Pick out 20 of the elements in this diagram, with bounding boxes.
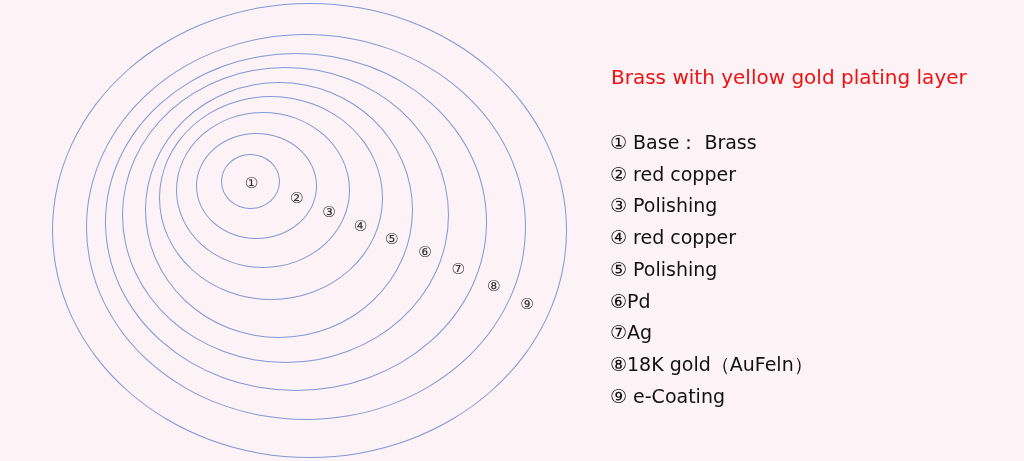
callout-number: ④ [353,217,368,235]
callout-number: ⑥ [418,244,432,262]
layer-label: ④ red copper [610,225,736,250]
callout-number: ② [290,190,304,207]
layer-label: ① Base： Brass [610,130,757,154]
layer-label: ⑦Ag [610,320,653,345]
layer-label: ② red copper [610,161,736,186]
callout-number: ③ [322,204,336,222]
layer-label: ⑨ e-Coating [610,383,725,408]
callout-number: ⑧ [486,277,501,295]
layer-label: ⑧18K gold（AuFeln） [610,351,813,376]
title: Brass with yellow gold plating layer [611,64,967,90]
layer-label: ⑥Pd [610,288,651,313]
layer-label: ⑤ Polishing [610,256,718,281]
callout-number: ⑦ [451,260,465,278]
callout-number: ① [244,174,259,192]
layer-label: ③ Polishing [610,193,718,218]
layer-ring [52,3,567,458]
callout-number: ⑨ [520,296,534,314]
callout-number: ⑤ [384,230,399,248]
